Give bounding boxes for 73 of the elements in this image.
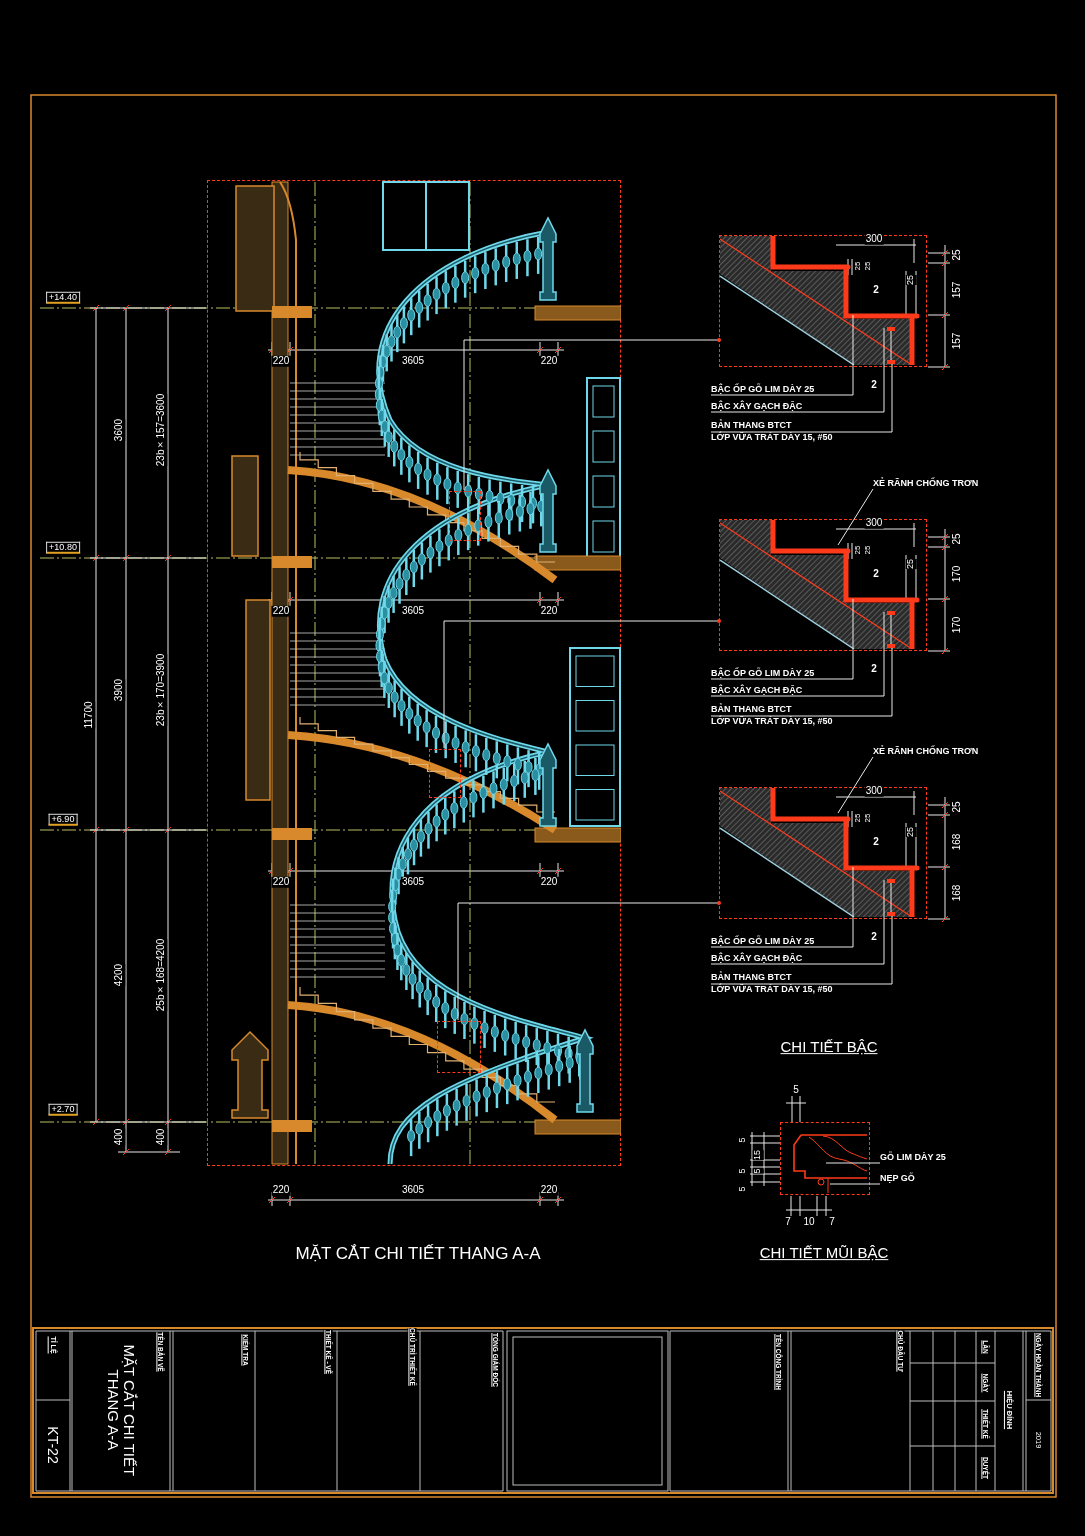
dimension-text: 25 xyxy=(905,827,917,837)
annotation-text: LỚP VỮA TRÁT DÀY 15, #50 xyxy=(711,431,834,443)
dimension-text: 300 xyxy=(864,517,884,529)
detail-title: CHI TIẾT MŨI BẬC xyxy=(758,1245,890,1261)
annotation-text: BẬC ỐP GỖ LIM DÀY 25 xyxy=(711,667,816,679)
annotation-text: BẬC XÂY GẠCH ĐẶC xyxy=(711,400,804,412)
callout-line xyxy=(837,756,874,814)
dimension-text: 3605 xyxy=(400,1184,426,1196)
callout-line xyxy=(837,488,874,546)
section-mark: 2 xyxy=(870,931,878,943)
annotation-text: XẺ RÃNH CHỐNG TRƠN xyxy=(873,745,980,757)
section-mark: 2 xyxy=(870,379,878,391)
annotation-text: BẢN THANG BTCT xyxy=(711,419,793,431)
detail-drawing-frame xyxy=(780,1122,870,1195)
dimension-text: 5 xyxy=(752,1168,764,1174)
dimension-text: 220 xyxy=(539,1184,559,1196)
dimension-text: 3605 xyxy=(400,605,426,617)
dimension-text: 220 xyxy=(539,605,559,617)
callout-line xyxy=(457,901,721,1021)
detail-title: CHI TIẾT BẬC xyxy=(779,1039,879,1055)
dimension-text: 25 xyxy=(905,559,917,569)
dimension-text: 300 xyxy=(864,233,884,245)
callout-line xyxy=(710,611,885,697)
callout-line xyxy=(710,647,893,717)
section-mark: 2 xyxy=(872,284,880,296)
level-marker: +2.70 xyxy=(48,1103,78,1117)
annotation-text: NẸP GỖ xyxy=(880,1172,916,1184)
detail-marker-box xyxy=(437,1021,481,1073)
annotation-text: LỚP VỮA TRÁT DÀY 15, #50 xyxy=(711,983,834,995)
annotation-text: BẬC XÂY GẠCH ĐẶC xyxy=(711,952,804,964)
annotation-text: GỖ LIM DÀY 25 xyxy=(880,1151,947,1163)
level-marker: +14.40 xyxy=(46,291,80,305)
dimension-text: 7 xyxy=(828,1216,836,1228)
section-mark: 2 xyxy=(870,663,878,675)
callout-line xyxy=(710,363,893,433)
dimension-text: 300 xyxy=(864,785,884,797)
annotation-text: XẺ RÃNH CHỐNG TRƠN xyxy=(873,477,980,489)
dimension-text: 15 xyxy=(752,1150,764,1160)
callout-line xyxy=(443,619,721,749)
annotation-text: BẬC XÂY GẠCH ĐẶC xyxy=(711,684,804,696)
view-title: MẶT CẮT CHI TIẾT THANG A-A xyxy=(294,1245,542,1263)
annotation-text: LỚP VỮA TRÁT DÀY 15, #50 xyxy=(711,715,834,727)
callout-line xyxy=(710,314,854,396)
callout-line xyxy=(463,338,721,491)
dimension-text: 10 xyxy=(802,1216,816,1228)
detail-marker-box xyxy=(429,749,461,798)
dimension-text: 220 xyxy=(271,876,291,888)
dimension-text: 5 xyxy=(792,1084,800,1096)
annotation-text: BẬC ỐP GỖ LIM DÀY 25 xyxy=(711,935,816,947)
level-marker: +6.90 xyxy=(48,813,78,827)
detail-marker-box xyxy=(449,491,481,541)
section-mark: 2 xyxy=(872,836,880,848)
callout-line xyxy=(710,915,893,985)
dimension-text: 7 xyxy=(784,1216,792,1228)
section-mark: 2 xyxy=(872,568,880,580)
callout-line xyxy=(710,327,885,413)
annotation-text: BẢN THANG BTCT xyxy=(711,703,793,715)
dimension-text: 220 xyxy=(271,605,291,617)
dimension-text: 3605 xyxy=(400,355,426,367)
dimension-text: 220 xyxy=(271,1184,291,1196)
callout-line xyxy=(825,1162,881,1164)
dimension-text: 220 xyxy=(539,355,559,367)
callout-line xyxy=(710,879,885,965)
callout-line xyxy=(829,1183,881,1185)
dimension-text: 220 xyxy=(271,355,291,367)
callout-line xyxy=(710,866,854,948)
level-marker: +10.80 xyxy=(46,541,80,555)
dimension-text: 3605 xyxy=(400,876,426,888)
dimension-text: 220 xyxy=(539,876,559,888)
callout-line xyxy=(710,598,854,680)
dimension-text: 25 xyxy=(905,275,917,285)
annotation-text: BẢN THANG BTCT xyxy=(711,971,793,983)
annotation-text: BẬC ỐP GỖ LIM DÀY 25 xyxy=(711,383,816,395)
